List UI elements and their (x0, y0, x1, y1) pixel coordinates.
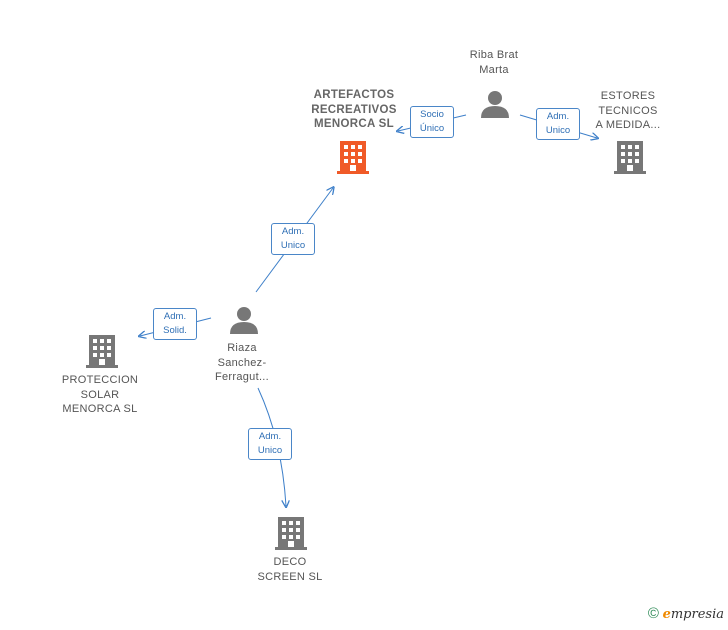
person-label: Riaza Sanchez- Ferragut... (214, 342, 270, 383)
building-icon (86, 335, 118, 368)
person-label: Riba Brat Marta (469, 49, 519, 76)
copyright-icon: © (647, 605, 659, 622)
person-icon (481, 91, 509, 118)
company-node-estores[interactable]: ESTORES TECNICOS A MEDIDA... (580, 89, 676, 133)
company-label: ARTEFACTOS RECREATIVOS MENORCA SL (311, 89, 397, 130)
building-icon (614, 141, 646, 174)
building-icon (275, 517, 307, 550)
person-node-riaza[interactable]: Riaza Sanchez- Ferragut... (194, 341, 290, 385)
building-icon (337, 141, 369, 174)
edge-badge-adm-unico-deco[interactable]: Adm. Unico (248, 428, 292, 460)
edge-badge-adm-unico-artefactos[interactable]: Adm. Unico (271, 223, 315, 255)
brand-logo: empresia (662, 607, 724, 622)
company-label: ESTORES TECNICOS A MEDIDA... (595, 90, 661, 131)
brand-footer: © empresia (648, 605, 724, 622)
company-label: DECO SCREEN SL (257, 556, 323, 583)
company-node-proteccion[interactable]: PROTECCION SOLAR MENORCA SL (50, 373, 150, 417)
company-label: PROTECCION SOLAR MENORCA SL (61, 374, 139, 415)
edge-badge-adm-unico-estores[interactable]: Adm. Unico (536, 108, 580, 140)
edge-badge-socio-unico[interactable]: Socio Único (410, 106, 454, 138)
edge-badge-adm-solid[interactable]: Adm. Solid. (153, 308, 197, 340)
company-node-deco[interactable]: DECO SCREEN SL (240, 555, 340, 584)
person-icon (230, 307, 258, 334)
person-node-riba[interactable]: Riba Brat Marta (446, 48, 542, 77)
company-node-artefactos[interactable]: ARTEFACTOS RECREATIVOS MENORCA SL (296, 88, 412, 132)
